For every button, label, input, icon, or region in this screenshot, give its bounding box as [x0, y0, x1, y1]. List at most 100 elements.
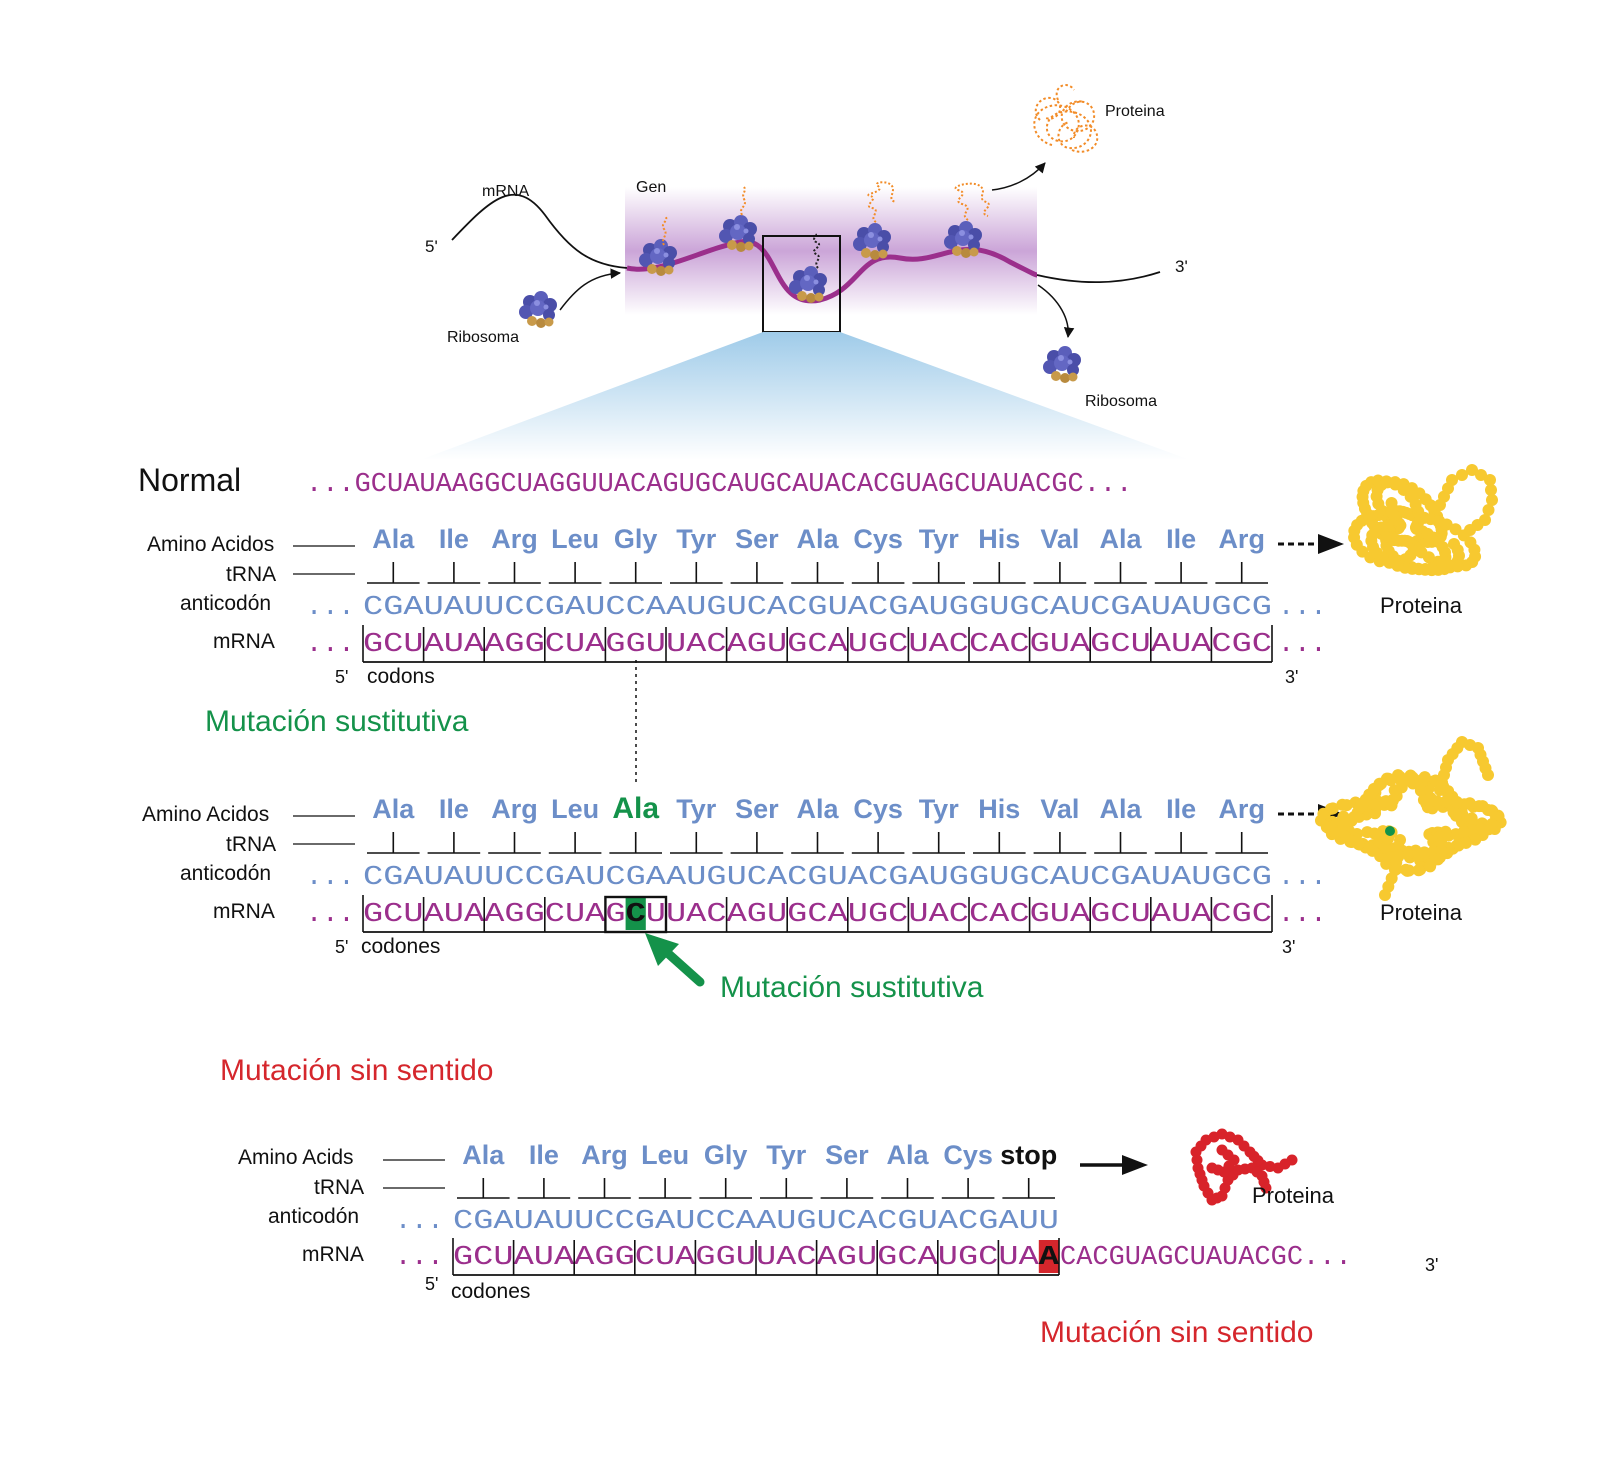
overview-five-prime: 5' — [425, 237, 438, 256]
trna-stem — [973, 562, 1026, 584]
protein-bead — [1466, 464, 1478, 476]
protein-bead — [1469, 833, 1482, 846]
amino-acid-label: Arg — [1218, 524, 1265, 554]
overview-protein-icon — [1033, 84, 1099, 153]
substitution-amino-label: Amino Acidos — [142, 803, 269, 826]
trna-stem — [851, 832, 905, 854]
normal-protein-label: Proteina — [1380, 593, 1463, 618]
released-ribosome-icon — [1043, 346, 1081, 383]
normal-panel: Normal ...GCUAUAAGGCUAGGUUACAGUGCAUGCAUA… — [138, 462, 1498, 688]
anticodon-triplet: GCG — [1211, 593, 1272, 623]
protein-bead — [1326, 802, 1339, 815]
trna-stem — [1215, 562, 1268, 584]
trna-stem — [578, 1178, 631, 1199]
anticodon-triplet: GAU — [545, 593, 606, 623]
protein-bead — [1396, 773, 1409, 786]
substitution-mrna-ellipsis-right: ... — [1278, 900, 1327, 930]
protein-bead — [1386, 793, 1399, 806]
substitution-mrna-ellipsis-left: ... — [306, 900, 355, 930]
amino-acid-label: Ala — [372, 524, 415, 554]
protein-bead — [1439, 795, 1452, 808]
anticodon-triplet: AUG — [666, 863, 727, 893]
trna-stem — [1154, 562, 1208, 584]
substitution-anticodon-label: anticodón — [180, 862, 271, 885]
zoom-wedge — [420, 332, 1190, 460]
normal-protein-icon — [1348, 464, 1498, 577]
trna-stem — [1033, 562, 1087, 584]
amino-acid-label: His — [978, 794, 1020, 824]
trna-stem — [670, 562, 723, 584]
amino-acid-label: Cys — [943, 1140, 993, 1170]
overview-ribosome-label-out: Ribosoma — [1085, 393, 1157, 410]
normal-anticodon-ellipsis-left: ... — [306, 593, 355, 623]
protein-bead — [1485, 817, 1498, 830]
protein-bead — [1431, 795, 1444, 808]
substitution-five-prime: 5' — [335, 937, 348, 957]
substitution-pointer-arrowhead — [645, 933, 679, 966]
protein-bead — [1414, 784, 1427, 797]
trna-stem — [427, 562, 481, 584]
anticodon-triplet: CCA — [605, 593, 667, 623]
nonsense-trna-label: tRNA — [314, 1176, 364, 1199]
normal-anticodon-label: anticodón — [180, 592, 271, 615]
trna-stem — [912, 832, 965, 854]
anticodon-triplet: CGA — [1090, 863, 1152, 893]
protein-bead — [1482, 504, 1495, 516]
protein-bead — [1260, 1182, 1272, 1194]
trna-stem — [912, 562, 965, 584]
anticodon-triplet: AUG — [666, 593, 727, 623]
anticodon-triplet: ACG — [938, 1207, 999, 1237]
protein-bead — [1418, 771, 1431, 784]
trna-stem — [517, 1178, 571, 1199]
trna-stem — [457, 1178, 510, 1199]
mutated-codon-box — [604, 895, 668, 934]
trna-stem — [548, 562, 602, 584]
amino-acid-label: Leu — [551, 794, 599, 824]
nonsense-three-prime: 3' — [1425, 1255, 1438, 1275]
protein-bead — [1206, 1162, 1218, 1174]
protein-bead — [1485, 484, 1497, 496]
substitution-three-prime: 3' — [1282, 937, 1295, 957]
amino-acid-label: Tyr — [919, 524, 960, 554]
substitution-mrna-label: mRNA — [213, 900, 275, 923]
protein-bead — [1464, 524, 1476, 536]
protein-bead — [1190, 1146, 1202, 1158]
amino-acid-label: Ser — [735, 794, 779, 824]
substitution-annotation: Mutación sustitutiva — [720, 971, 984, 1004]
normal-three-prime: 3' — [1285, 667, 1298, 687]
amino-acid-label: Ala — [1099, 794, 1142, 824]
nascent-chain-highlighted — [813, 233, 821, 269]
amino-acid-label: Arg — [1218, 794, 1265, 824]
protein-bead — [1446, 474, 1458, 486]
trna-stem — [760, 1178, 813, 1199]
nonsense-annotation: Mutación sin sentido — [1040, 1316, 1314, 1349]
trna-stem — [609, 832, 662, 854]
substitution-protein-icon — [1314, 736, 1507, 901]
substitution-codons-label: codones — [361, 935, 440, 958]
amino-acid-label: Ile — [439, 524, 469, 554]
trna-stem — [851, 562, 905, 584]
protein-bead — [1385, 497, 1398, 510]
